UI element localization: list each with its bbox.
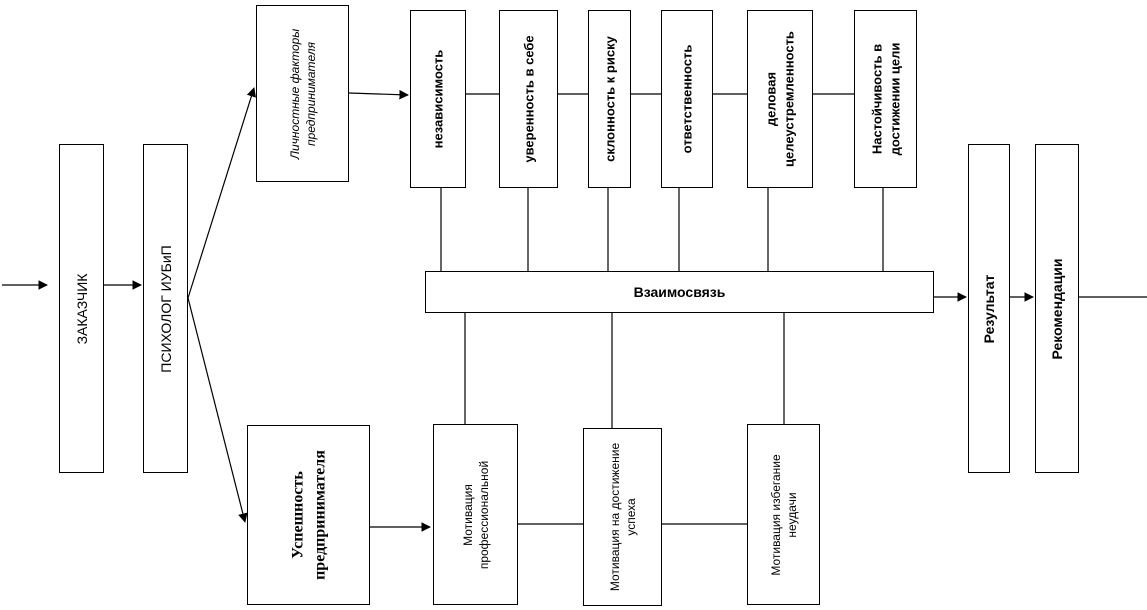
trait-label: независимость	[430, 49, 446, 149]
recommendations-box: Рекомендации	[1035, 144, 1079, 473]
trait-box-risk-propensity: склонность к риску	[588, 10, 631, 188]
motivation-label: Мотивация избегание неудачи	[768, 453, 799, 576]
motivation-box-professional: Мотивация профессиональной	[433, 424, 518, 605]
trait-label: склонность к риску	[602, 36, 617, 162]
result-label: Результат	[981, 274, 997, 343]
relation-box: Взаимосвязь	[425, 271, 934, 313]
trait-box-responsibility: ответственность	[661, 10, 713, 188]
motivation-label: Мотивация на достижение успеха	[607, 442, 638, 592]
motivation-label: Мотивация профессиональной	[460, 460, 491, 569]
psychologist-label: ПСИХОЛОГ ИУБиП	[157, 244, 174, 373]
relation-label: Взаимосвязь	[633, 284, 726, 300]
trait-box-self-confidence: уверенность в себе	[499, 10, 558, 188]
personal-factors-box: Личностные факторы предпринимателя	[256, 5, 349, 182]
arrow-to-personal-factors	[187, 87, 256, 299]
arrow-to-success	[187, 297, 248, 523]
psychologist-box: ПСИХОЛОГ ИУБиП	[143, 144, 188, 473]
trait-label: ответственность	[679, 44, 695, 154]
trait-box-business-purposefulness: деловая целеустремленность	[747, 10, 813, 188]
success-box: Успешность предпринимателя	[247, 425, 370, 605]
trait-label: Настойчивость в достижении цели	[868, 42, 902, 156]
client-box: ЗАКАЗЧИК	[59, 144, 104, 473]
recommendations-label: Рекомендации	[1049, 257, 1065, 360]
trait-box-independence: независимость	[410, 10, 466, 188]
trait-label: деловая целеустремленность	[763, 31, 796, 167]
trait-box-persistence: Настойчивость в достижении цели	[854, 10, 917, 188]
motivation-box-failure-avoidance: Мотивация избегание неудачи	[747, 424, 820, 605]
arrow-factors-to-traits	[348, 89, 409, 100]
success-label: Успешность предпринимателя	[288, 450, 328, 580]
motivation-box-achievement: Мотивация на достижение успеха	[583, 428, 662, 606]
personal-factors-label: Личностные факторы предпринимателя	[287, 28, 318, 159]
client-label: ЗАКАЗЧИК	[73, 273, 90, 344]
result-box: Результат	[968, 144, 1010, 473]
trait-label: уверенность в себе	[521, 35, 536, 163]
